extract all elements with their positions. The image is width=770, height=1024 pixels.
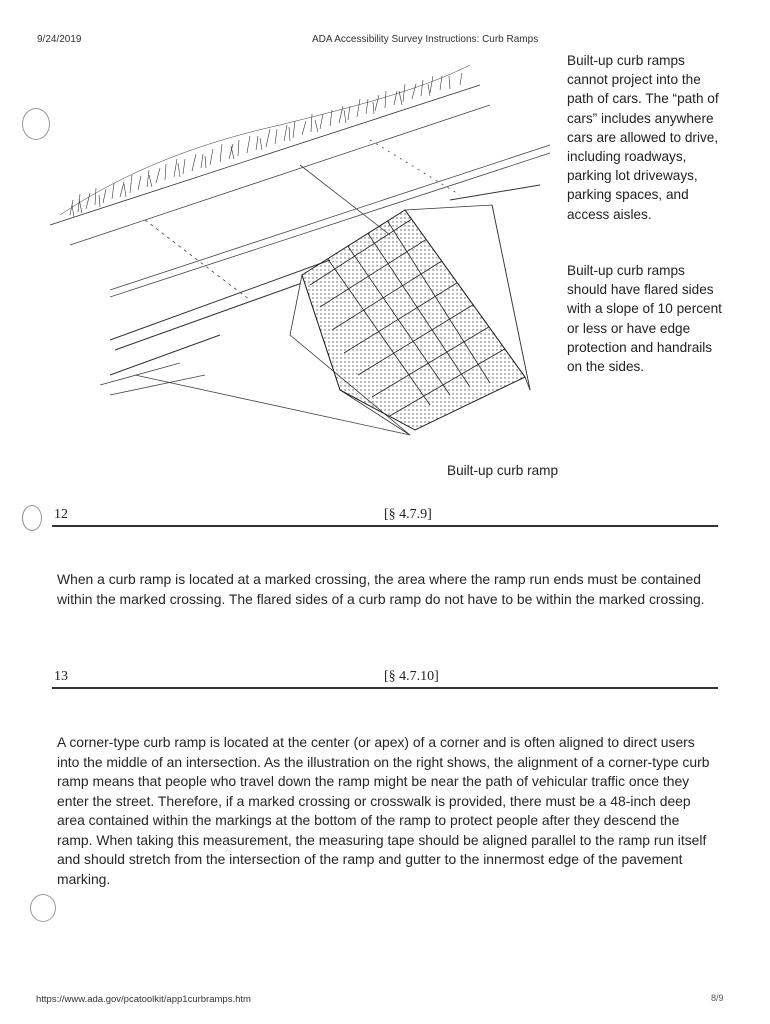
figure-caption: Built-up curb ramp <box>447 463 559 478</box>
item-number: 13 <box>54 669 68 684</box>
item-reference: [§ 4.7.9] <box>384 507 432 522</box>
item-13-text: A corner-type curb ramp is located at th… <box>57 734 710 887</box>
footer-url: https://www.ada.gov/pcatoolkit/app1curbr… <box>36 994 251 1005</box>
divider <box>52 525 718 527</box>
binder-hole-icon <box>22 108 50 140</box>
item-reference: [§ 4.7.10] <box>384 669 439 684</box>
item-number: 12 <box>54 507 68 522</box>
footer-page-number: 8/9 <box>711 993 724 1003</box>
item-12-text: When a curb ramp is located at a marked … <box>57 571 705 607</box>
binder-hole-icon <box>30 894 56 922</box>
header-title: ADA Accessibility Survey Instructions: C… <box>312 34 539 45</box>
sidewalk <box>69 104 551 301</box>
ramp-note-flared-sides: Built-up curb ramps should have flared s… <box>567 263 722 375</box>
header-date: 9/24/2019 <box>37 34 82 45</box>
item-12-header: 12 [§ 4.7.9] <box>52 505 718 527</box>
ramp-note-path-of-cars: Built-up curb ramps cannot project into … <box>567 53 719 222</box>
grass-strip <box>49 64 481 226</box>
street <box>99 362 411 436</box>
ramp-run <box>301 209 526 431</box>
built-up-curb-ramp-illustration <box>49 64 551 436</box>
binder-hole-icon <box>22 505 42 531</box>
divider <box>52 687 718 689</box>
item-13-header: 13 [§ 4.7.10] <box>52 667 718 689</box>
